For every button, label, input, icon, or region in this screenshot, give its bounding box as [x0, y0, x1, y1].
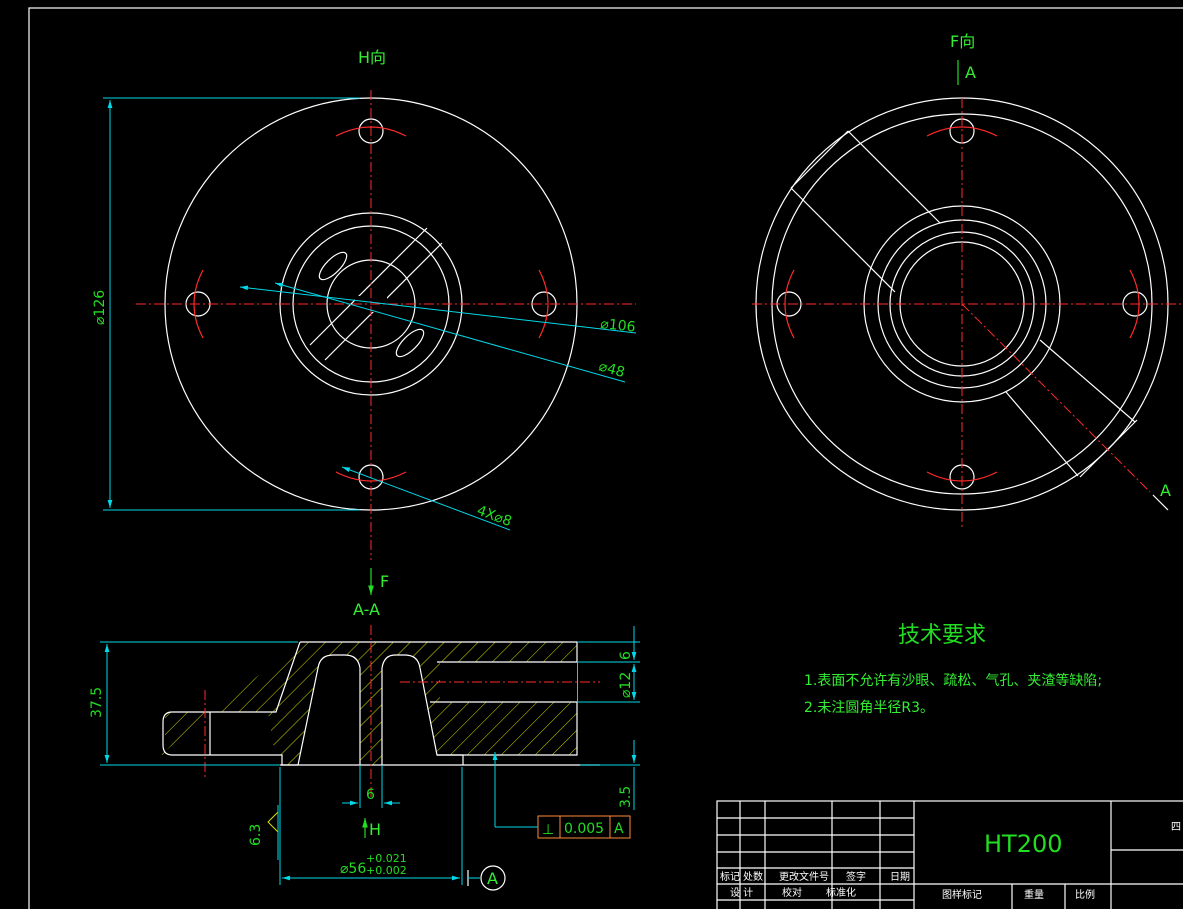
datum-a-circle: [480, 865, 506, 891]
corner-text: 四: [1171, 822, 1181, 833]
section-outline-left: [162, 641, 301, 766]
bolt-hole-top: [358, 118, 384, 144]
dim-106: ⌀106: [239, 285, 637, 336]
tolerance-frame: ⊥ 0.005 A: [492, 752, 631, 839]
col-scale: 比例: [1075, 888, 1095, 901]
section-mark-a-top: A: [965, 63, 976, 82]
dim-rib-6: 6: [342, 765, 400, 808]
dim-126-text: ⌀126: [92, 290, 108, 325]
view-arrow-f: F: [380, 572, 389, 591]
datum-a-label: A: [487, 869, 498, 888]
col-drawing-mark: 图样标记: [942, 888, 982, 901]
row-design: 设 计: [730, 886, 753, 899]
f-view-label: F向: [950, 32, 975, 51]
dim-126: ⌀126: [92, 97, 360, 511]
dim-holes-text: 4X⌀8: [475, 503, 514, 530]
dim-37-5-text: 37.5: [89, 687, 105, 718]
row-std: 标准化: [826, 886, 856, 899]
dim-12-text: ⌀12: [618, 672, 634, 698]
row-proof: 校对: [782, 886, 802, 899]
tolerance-datum: A: [614, 821, 624, 837]
col-date: 日期: [890, 871, 910, 883]
col-sign: 签字: [846, 870, 866, 883]
tech-req-title: 技术要求: [898, 623, 986, 648]
dim-106-text: ⌀106: [600, 316, 637, 336]
f-view: F向 A: [752, 32, 1183, 530]
perpendicularity-icon: ⊥: [542, 822, 554, 838]
col-file: 更改文件号: [779, 870, 829, 883]
section-outline-center: [297, 654, 361, 766]
dim-right-stack: 6 ⌀12 3.5: [577, 626, 640, 810]
dim-56-tol-lower: +0.002: [366, 864, 407, 877]
dim-56: ⌀56 +0.021 +0.002 A: [279, 767, 506, 891]
title-block: HT200 标记 处数 更改文件号 签字 日期 设 计 校对 标准化 图样标记 …: [716, 800, 1183, 909]
h-view-label: H向: [358, 48, 386, 67]
section-mark-a-bottom: A: [1160, 481, 1171, 500]
section-line-a: [961, 303, 1151, 493]
drawing-border: [28, 7, 1183, 909]
tech-req-line1: 1.表面不允许有沙眼、疏松、气孔、夹渣等缺陷;: [804, 672, 1102, 689]
rib-slot: [309, 227, 443, 361]
col-count: 处数: [743, 870, 763, 883]
section-view: A-A 37.5: [89, 600, 640, 891]
section-view-label: A-A: [353, 600, 380, 619]
tech-req-line2: 2.未注圆角半径R3。: [804, 700, 934, 716]
dim-holes: 4X⌀8: [341, 466, 514, 531]
col-mark: 标记: [720, 871, 740, 883]
roughness-text: 6.3: [248, 824, 264, 846]
dim-6-text: 6: [618, 651, 634, 660]
roughness-symbol: 6.3: [248, 805, 279, 860]
tolerance-value: 0.005: [564, 821, 604, 837]
dim-37-5: 37.5: [89, 641, 298, 766]
dim-rib-6-text: 6: [366, 787, 375, 803]
dim-56-tol-upper: +0.021: [366, 852, 407, 865]
col-weight: 重量: [1024, 888, 1044, 901]
dim-3-5-text: 3.5: [618, 786, 634, 808]
dim-56-text: ⌀56: [340, 861, 366, 877]
oval-slot-lower: [395, 328, 425, 358]
tech-requirements: 技术要求 1.表面不允许有沙眼、疏松、气孔、夹渣等缺陷; 2.未注圆角半径R3。: [804, 623, 1102, 716]
dim-48-text: ⌀48: [597, 358, 627, 381]
section-outline-right: [300, 641, 578, 765]
f-rib: [790, 130, 1138, 478]
dim-48: ⌀48: [274, 282, 627, 383]
view-arrow-h: H: [369, 820, 381, 839]
oval-slot-upper: [318, 251, 348, 281]
material-text: HT200: [984, 830, 1063, 858]
h-view: H向 ⌀126: [92, 48, 636, 595]
